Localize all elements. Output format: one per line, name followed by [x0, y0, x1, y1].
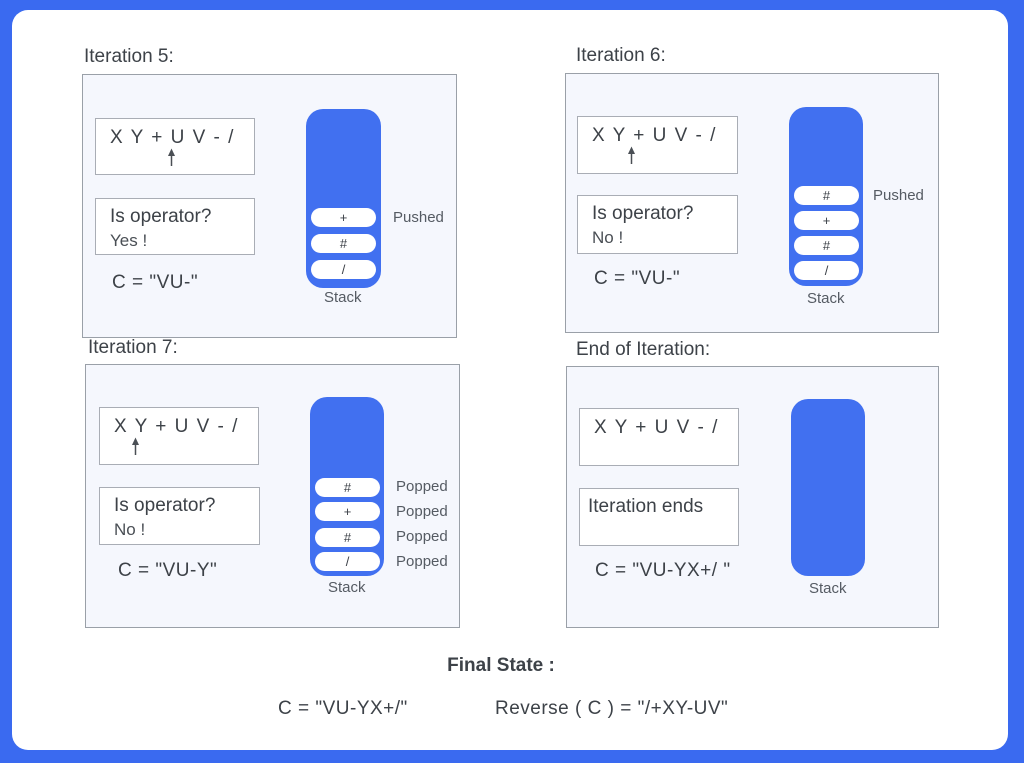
question-box: Is operator? No !	[577, 195, 738, 254]
stack-caption: Stack	[809, 580, 847, 597]
final-state-title: Final State :	[447, 655, 555, 676]
stack-side-label: Popped	[396, 478, 448, 495]
c-value: C = "VU-YX+/ "	[595, 560, 731, 581]
scan-arrow-icon	[628, 146, 635, 164]
stack: # + # /	[310, 397, 384, 576]
stack-item: +	[311, 208, 376, 227]
stack-side-label: Popped	[396, 503, 448, 520]
stack-item: +	[315, 502, 380, 521]
expression-text: X Y + U V - /	[114, 416, 239, 437]
question-text: Is operator?	[110, 206, 212, 227]
stack-item: #	[315, 478, 380, 497]
stack-side-label: Pushed	[873, 187, 924, 204]
stack-item: #	[315, 528, 380, 547]
panel-title-end-of-iteration: End of Iteration:	[576, 339, 711, 360]
answer-text: Yes !	[110, 231, 148, 250]
final-c-value: C = "VU-YX+/"	[278, 698, 408, 719]
expression-box: X Y + U V - /	[579, 408, 739, 466]
panel-iteration-7: X Y + U V - / Is operator? No ! C = "VU-…	[85, 364, 460, 628]
stack-caption: Stack	[328, 579, 366, 596]
question-box: Is operator? No !	[99, 487, 260, 545]
stack-item: /	[794, 261, 859, 280]
question-text: Is operator?	[592, 203, 694, 224]
stack-item: #	[311, 234, 376, 253]
stack-item: /	[315, 552, 380, 571]
expression-text: X Y + U V - /	[594, 417, 719, 438]
answer-text: No !	[592, 228, 624, 247]
c-value: C = "VU-"	[594, 268, 681, 289]
question-text: Is operator?	[114, 495, 216, 516]
status-box: Iteration ends	[579, 488, 739, 546]
panel-title-iteration-7: Iteration 7:	[88, 337, 178, 358]
panel-title-iteration-5: Iteration 5:	[84, 46, 174, 67]
stack-item: +	[794, 211, 859, 230]
panel-iteration-6: X Y + U V - / Is operator? No ! C = "VU-…	[565, 73, 939, 333]
question-box: Is operator? Yes !	[95, 198, 255, 255]
stack-side-label: Popped	[396, 528, 448, 545]
panel-iteration-5: X Y + U V - / Is operator? Yes ! C = "VU…	[82, 74, 457, 338]
expression-text: X Y + U V - /	[592, 125, 717, 146]
status-text: Iteration ends	[588, 496, 704, 517]
stack-side-label: Popped	[396, 553, 448, 570]
stack-item: #	[794, 236, 859, 255]
stack-side-label: Pushed	[393, 209, 444, 226]
stack-item: #	[794, 186, 859, 205]
expression-box: X Y + U V - /	[99, 407, 259, 465]
expression-text: X Y + U V - /	[110, 127, 235, 148]
expression-box: X Y + U V - /	[577, 116, 738, 174]
stack-caption: Stack	[324, 289, 362, 306]
panel-title-iteration-6: Iteration 6:	[576, 45, 666, 66]
scan-arrow-icon	[168, 148, 175, 166]
scan-arrow-icon	[132, 437, 139, 455]
stack-item: /	[311, 260, 376, 279]
stack	[791, 399, 865, 576]
answer-text: No !	[114, 520, 146, 539]
stack-caption: Stack	[807, 290, 845, 307]
c-value: C = "VU-Y"	[118, 560, 218, 581]
stack: # + # /	[789, 107, 863, 286]
panel-end-of-iteration: X Y + U V - / Iteration ends C = "VU-YX+…	[566, 366, 939, 628]
stack: + # /	[306, 109, 381, 288]
expression-box: X Y + U V - /	[95, 118, 255, 175]
c-value: C = "VU-"	[112, 272, 199, 293]
final-reverse-value: Reverse ( C ) = "/+XY-UV"	[495, 698, 729, 719]
